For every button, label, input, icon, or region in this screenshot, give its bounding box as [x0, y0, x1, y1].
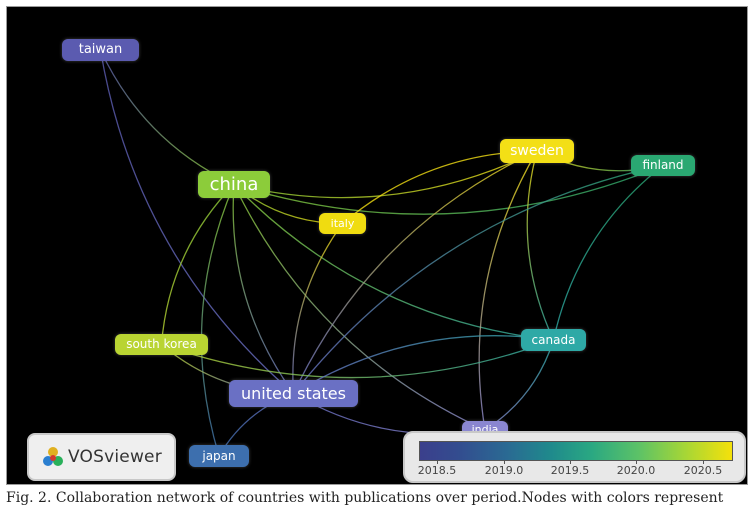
- legend-tickmark: [636, 460, 637, 464]
- edge-china-canada: [233, 184, 554, 341]
- node-label: japan: [202, 449, 236, 463]
- vosviewer-logo-text: VOSviewer: [68, 447, 162, 467]
- edge-china-finland: [233, 164, 664, 215]
- node-sweden[interactable]: sweden: [500, 139, 574, 163]
- edge-china-south_korea: [160, 184, 235, 345]
- node-canada[interactable]: canada: [521, 329, 586, 351]
- legend-tickmark: [570, 460, 571, 464]
- figure-caption: Fig. 2. Collaboration network of countri…: [6, 490, 724, 506]
- edge-taiwan-united_states: [99, 49, 294, 394]
- node-label: canada: [531, 333, 576, 347]
- legend-tickmark: [437, 460, 438, 464]
- edge-china-japan: [200, 184, 235, 457]
- legend-tick-label: 2019.0: [484, 464, 524, 477]
- edge-south_korea-canada: [161, 339, 554, 379]
- edge-canada-united_states: [293, 335, 554, 395]
- node-united-states[interactable]: united states: [229, 380, 358, 407]
- node-japan[interactable]: japan: [189, 445, 249, 467]
- legend-tick-label: 2020.0: [616, 464, 656, 477]
- edge-china-india: [233, 184, 486, 431]
- legend-tickmark: [504, 460, 505, 464]
- node-label: italy: [330, 217, 355, 230]
- legend-gradient-bar: [419, 441, 733, 461]
- node-taiwan[interactable]: taiwan: [62, 39, 139, 61]
- vosviewer-logo: VOSviewer: [27, 433, 176, 481]
- edge-italy-united_states: [292, 223, 344, 394]
- edge-finland-canada: [552, 164, 664, 341]
- legend-tickmark: [703, 460, 704, 464]
- color-legend: 2018.5 2019.0 2019.5 2020.0 2020.5: [403, 431, 746, 483]
- edge-china-united_states: [232, 184, 295, 394]
- edge-taiwan-china: [99, 49, 235, 186]
- node-finland[interactable]: finland: [631, 155, 695, 176]
- node-label: finland: [642, 158, 684, 172]
- node-south-korea[interactable]: south korea: [115, 334, 208, 355]
- edge-sweden-united_states: [292, 150, 538, 394]
- edge-sweden-canada: [526, 150, 555, 341]
- network-edges: [99, 49, 664, 457]
- edge-finland-united_states: [292, 164, 664, 394]
- node-label: south korea: [126, 337, 197, 351]
- node-label: china: [209, 174, 259, 195]
- legend-tick-label: 2020.5: [683, 464, 723, 477]
- edge-sweden-india: [478, 150, 538, 431]
- node-label: united states: [241, 384, 346, 403]
- node-italy[interactable]: italy: [319, 213, 366, 234]
- node-china[interactable]: china: [198, 171, 270, 198]
- node-label: sweden: [510, 143, 564, 159]
- legend-tick-label: 2018.5: [417, 464, 457, 477]
- legend-tick-label: 2019.5: [550, 464, 590, 477]
- vosviewer-logo-icon: [43, 447, 63, 466]
- network-visualization: taiwan china italy sweden finland south …: [6, 6, 748, 485]
- edge-india-canada: [484, 339, 555, 431]
- node-label: taiwan: [78, 42, 123, 57]
- edge-china-sweden: [233, 150, 538, 199]
